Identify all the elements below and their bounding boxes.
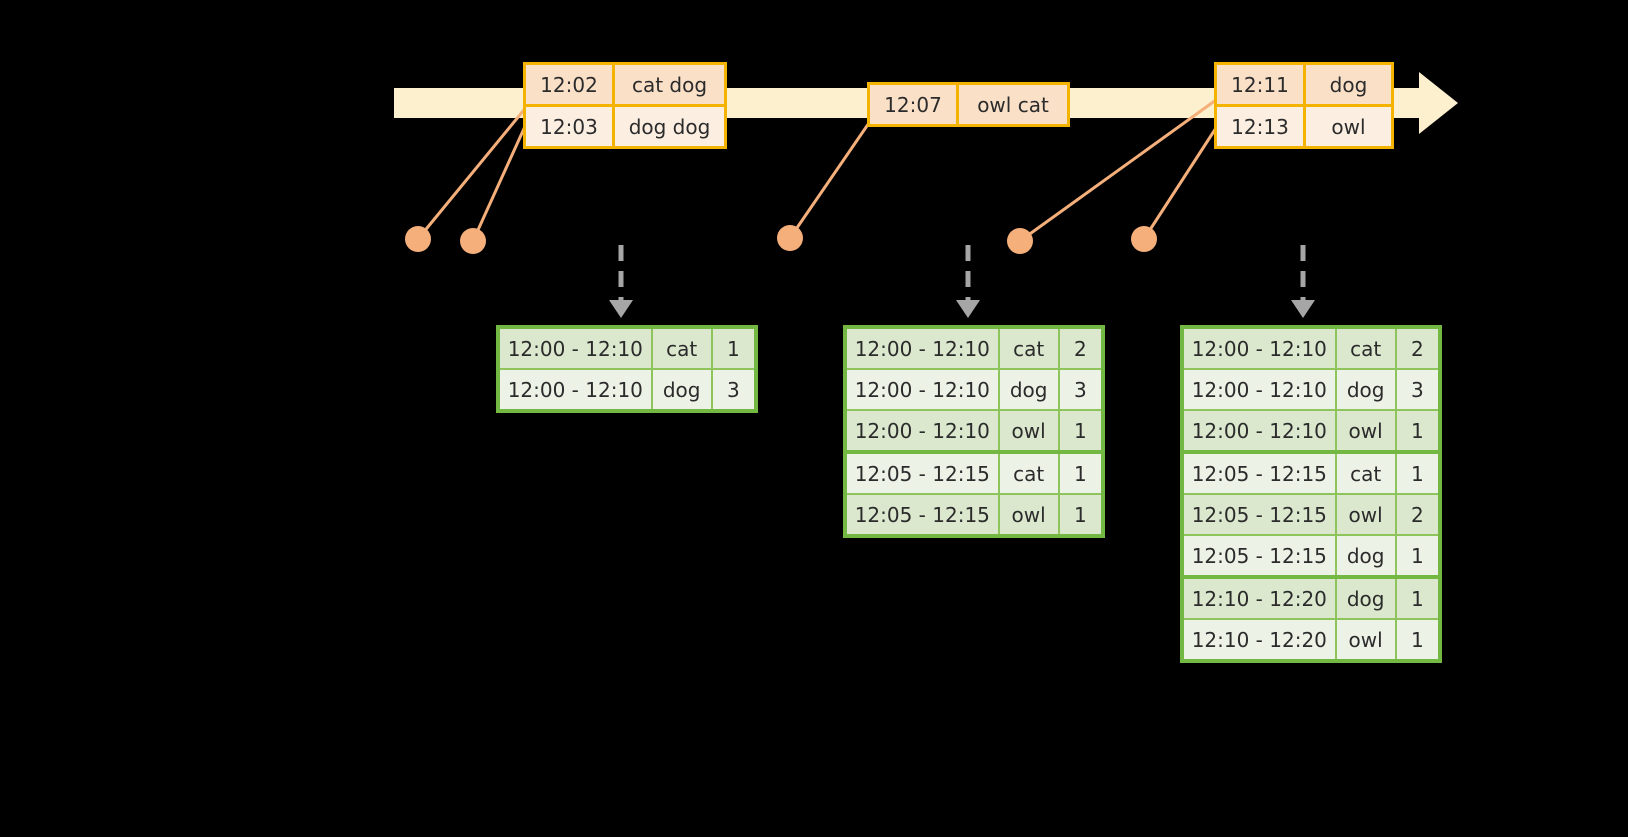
timeline-arrow-stem xyxy=(1390,89,1424,117)
event-box-3: 12:11 dog 12:13 owl xyxy=(1214,62,1394,149)
timeline-arrowhead-icon xyxy=(1419,72,1458,134)
window-cell: 12:00 - 12:10 xyxy=(1184,329,1335,368)
emit-arrow-3-head-icon xyxy=(1291,300,1315,318)
count-cell: 1 xyxy=(1057,454,1102,493)
key-cell: owl xyxy=(997,411,1058,450)
count-cell: 2 xyxy=(1394,495,1439,534)
key-cell: owl xyxy=(997,495,1058,534)
connector-1 xyxy=(416,104,530,240)
count-cell: 1 xyxy=(1394,411,1439,450)
emit-arrow-1-head-icon xyxy=(609,300,633,318)
count-cell: 1 xyxy=(1394,620,1439,659)
event-words: dog dog xyxy=(612,107,724,146)
event-row: 12:02 cat dog xyxy=(526,65,724,104)
count-cell: 2 xyxy=(1057,329,1102,368)
source-dot-2 xyxy=(460,228,486,254)
key-cell: dog xyxy=(650,370,711,409)
key-cell: dog xyxy=(997,370,1058,409)
key-cell: cat xyxy=(1334,454,1395,493)
key-cell: cat xyxy=(997,329,1058,368)
count-cell: 1 xyxy=(1394,579,1439,618)
event-time: 12:07 xyxy=(870,85,956,124)
event-row: 12:11 dog xyxy=(1217,65,1391,104)
window-cell: 12:05 - 12:15 xyxy=(847,454,998,493)
window-cell: 12:10 - 12:20 xyxy=(1184,620,1335,659)
connector-5 xyxy=(1142,127,1218,240)
key-cell: dog xyxy=(1334,536,1395,575)
event-time: 12:02 xyxy=(526,65,612,104)
count-cell: 1 xyxy=(1057,495,1102,534)
count-cell: 1 xyxy=(1394,536,1439,575)
connector-2 xyxy=(471,121,529,242)
source-dot-5 xyxy=(1131,226,1157,252)
count-cell: 3 xyxy=(1394,370,1439,409)
event-words: dog xyxy=(1303,65,1391,104)
event-row: 12:07 owl cat xyxy=(870,85,1067,124)
key-cell: owl xyxy=(1334,411,1395,450)
window-cell: 12:00 - 12:10 xyxy=(847,329,998,368)
window-cell: 12:00 - 12:10 xyxy=(500,329,651,368)
window-cell: 12:05 - 12:15 xyxy=(1184,495,1335,534)
window-cell: 12:05 - 12:15 xyxy=(1184,454,1335,493)
event-words: owl cat xyxy=(956,85,1067,124)
count-cell: 3 xyxy=(1057,370,1102,409)
key-cell: owl xyxy=(1334,620,1395,659)
connector-3 xyxy=(788,119,873,239)
event-words: cat dog xyxy=(612,65,724,104)
window-cell: 12:00 - 12:10 xyxy=(500,370,651,409)
window-cell: 12:00 - 12:10 xyxy=(847,411,998,450)
window-cell: 12:00 - 12:10 xyxy=(1184,411,1335,450)
event-time: 12:03 xyxy=(526,107,612,146)
event-time: 12:11 xyxy=(1217,65,1303,104)
source-dot-3 xyxy=(777,225,803,251)
window-cell: 12:10 - 12:20 xyxy=(1184,579,1335,618)
source-dot-4 xyxy=(1007,228,1033,254)
key-cell: dog xyxy=(1334,370,1395,409)
emit-arrow-2-head-icon xyxy=(956,300,980,318)
key-cell: cat xyxy=(1334,329,1395,368)
key-cell: cat xyxy=(997,454,1058,493)
key-cell: cat xyxy=(650,329,711,368)
window-cell: 12:05 - 12:15 xyxy=(1184,536,1335,575)
event-time: 12:13 xyxy=(1217,107,1303,146)
key-cell: owl xyxy=(1334,495,1395,534)
window-cell: 12:00 - 12:10 xyxy=(847,370,998,409)
window-cell: 12:00 - 12:10 xyxy=(1184,370,1335,409)
event-words: owl xyxy=(1303,107,1391,146)
source-dot-1 xyxy=(405,226,431,252)
count-cell: 3 xyxy=(710,370,755,409)
key-cell: dog xyxy=(1334,579,1395,618)
count-cell: 1 xyxy=(1057,411,1102,450)
count-cell: 2 xyxy=(1394,329,1439,368)
event-row: 12:03 dog dog xyxy=(526,104,724,146)
window-cell: 12:05 - 12:15 xyxy=(847,495,998,534)
event-box-1: 12:02 cat dog 12:03 dog dog xyxy=(523,62,727,149)
event-row: 12:13 owl xyxy=(1217,104,1391,146)
count-cell: 1 xyxy=(1394,454,1439,493)
count-cell: 1 xyxy=(710,329,755,368)
event-box-2: 12:07 owl cat xyxy=(867,82,1070,127)
